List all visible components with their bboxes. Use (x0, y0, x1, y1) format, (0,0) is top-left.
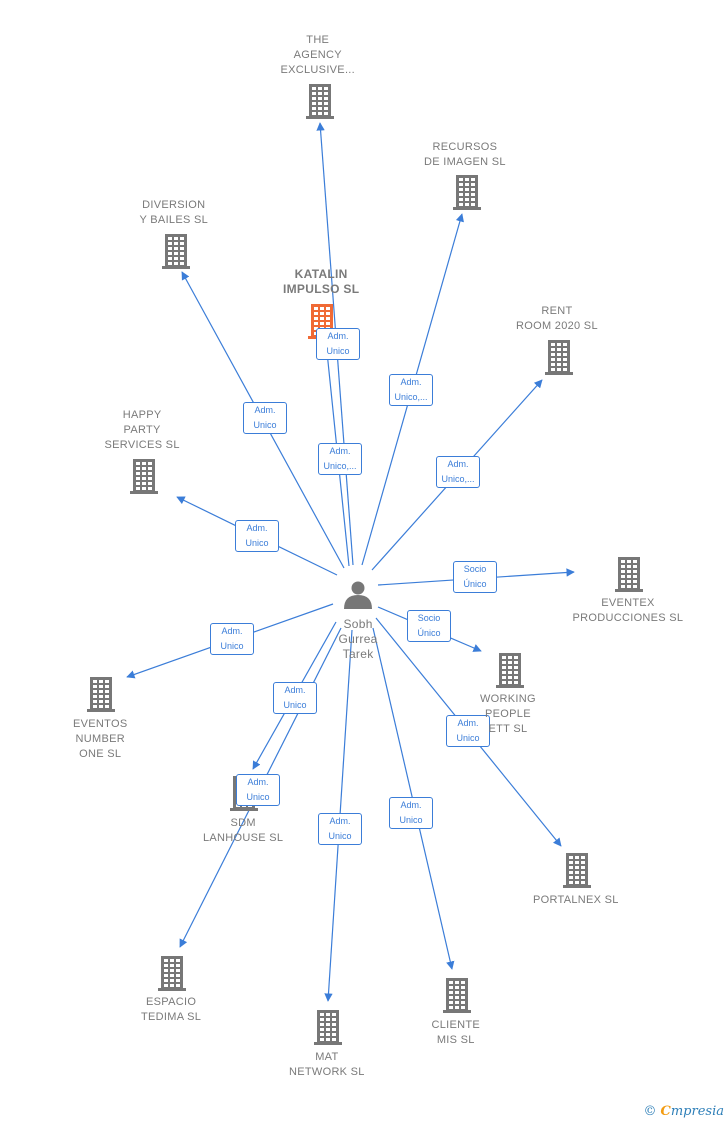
edge-label-eventos[interactable]: Adm. Unico (210, 623, 254, 655)
edge-label-working-people[interactable]: Socio Único (407, 610, 451, 642)
edge-label-portalnex[interactable]: Adm. Unico (446, 715, 490, 747)
node-label-portalnex[interactable]: PORTALNEX SL (533, 894, 619, 906)
node-label-katalin[interactable]: KATALIN IMPULSO SL (283, 267, 360, 296)
edge-label-rent-room[interactable]: Adm. Unico,... (436, 456, 480, 488)
brand-name: mpresia (670, 1104, 724, 1119)
edge-label-recursos[interactable]: Adm. Unico,... (389, 374, 433, 406)
building-icon[interactable] (443, 978, 471, 1013)
edge-label-sdm[interactable]: Adm. Unico (273, 682, 317, 714)
node-label-diversion[interactable]: DIVERSION Y BAILES SL (139, 199, 209, 226)
copyright-symbol: © (643, 1104, 657, 1119)
building-icon[interactable] (306, 84, 334, 119)
building-icon[interactable] (545, 340, 573, 375)
node-label-happy-party[interactable]: HAPPY PARTY SERVICES SL (104, 409, 180, 451)
edge-label-espacio[interactable]: Adm. Unico (236, 774, 280, 806)
building-icon[interactable] (314, 1010, 342, 1045)
edge-label-mat[interactable]: Adm. Unico (318, 813, 362, 845)
building-icon[interactable] (162, 234, 190, 269)
node-label-recursos[interactable]: RECURSOS DE IMAGEN SL (424, 141, 506, 168)
node-label-espacio[interactable]: ESPACIO TEDIMA SL (141, 996, 202, 1023)
building-icon[interactable] (615, 557, 643, 592)
building-icon[interactable] (130, 459, 158, 494)
building-icon[interactable] (563, 853, 591, 888)
node-label-mat[interactable]: MAT NETWORK SL (289, 1051, 365, 1078)
node-label-working-people[interactable]: WORKING PEOPLE ETT SL (480, 693, 536, 735)
edge-label-eventex[interactable]: Socio Único (453, 561, 497, 593)
building-icon[interactable] (496, 653, 524, 688)
node-label-eventos[interactable]: EVENTOS NUMBER ONE SL (73, 718, 128, 760)
building-icon[interactable] (453, 175, 481, 210)
building-icon[interactable] (158, 956, 186, 991)
brand-initial: C (660, 1104, 671, 1119)
center-person-label[interactable]: Sobh Gurrea Tarek (338, 617, 378, 661)
edge-label-the-agency[interactable]: Adm. Unico,... (318, 443, 362, 475)
node-label-the-agency[interactable]: THE AGENCY EXCLUSIVE... (280, 34, 356, 76)
person-icon[interactable] (344, 581, 372, 610)
edge-label-katalin[interactable]: Adm. Unico (316, 328, 360, 360)
building-icon[interactable] (87, 677, 115, 712)
edge-label-diversion[interactable]: Adm. Unico (243, 402, 287, 434)
node-label-sdm[interactable]: SDM LANHOUSE SL (203, 817, 284, 844)
edge-label-cliente[interactable]: Adm. Unico (389, 797, 433, 829)
node-label-eventex[interactable]: EVENTEX PRODUCCIONES SL (572, 597, 684, 624)
node-label-rent-room[interactable]: RENT ROOM 2020 SL (516, 305, 598, 332)
node-label-cliente[interactable]: CLIENTE MIS SL (431, 1019, 481, 1046)
empresia-logo: ©Cmpresia (644, 1104, 725, 1119)
edge-label-happy-party[interactable]: Adm. Unico (235, 520, 279, 552)
